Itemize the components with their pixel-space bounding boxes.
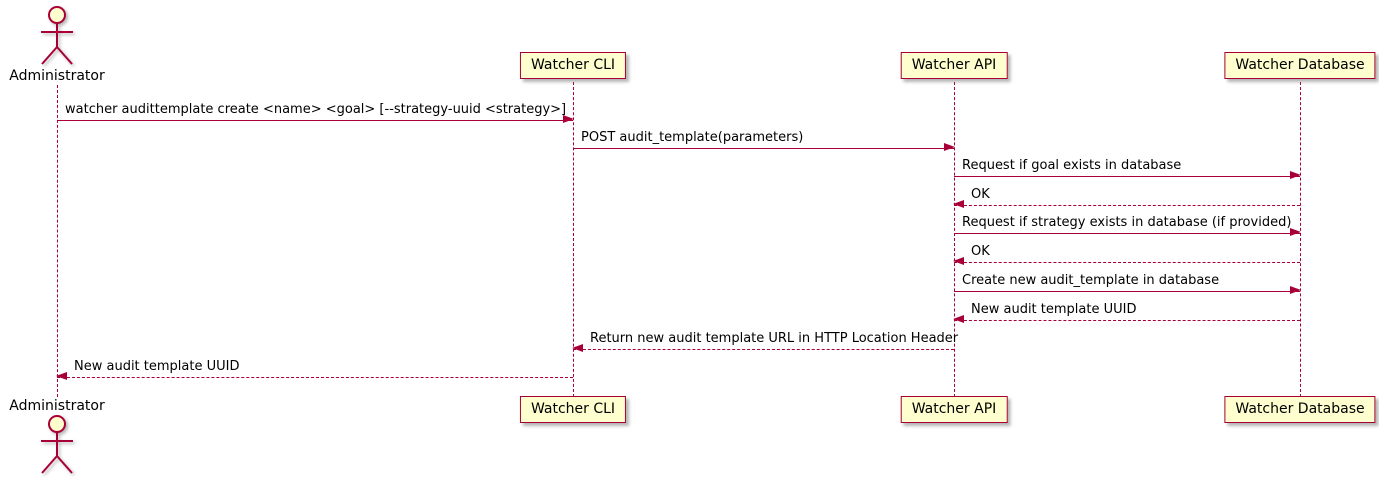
message-text: OK	[971, 187, 990, 202]
message-text: POST audit_template(parameters)	[581, 130, 804, 145]
arrow-left-icon	[953, 315, 1300, 323]
participant-watcher-api-bottom: Watcher API	[900, 396, 1008, 423]
message-ok-strategy: OK	[953, 244, 1300, 265]
message-text: OK	[971, 244, 990, 259]
message-create-audit-template-db: Create new audit_template in database	[954, 273, 1301, 294]
arrow-left-icon	[953, 200, 1300, 208]
arrow-left-icon	[572, 344, 954, 352]
arrow-right-icon	[954, 228, 1301, 236]
actor-icon-bottom	[41, 415, 73, 474]
arrow-right-icon	[573, 143, 955, 151]
message-text: Return new audit template URL in HTTP Lo…	[590, 331, 959, 346]
message-text: Create new audit_template in database	[962, 273, 1220, 288]
message-text: watcher audittemplate create <name> <goa…	[65, 102, 567, 117]
participant-watcher-cli-top: Watcher CLI	[519, 52, 627, 79]
actor-label-bottom: Administrator	[9, 398, 105, 414]
message-new-uuid-to-admin: New audit template UUID	[56, 359, 573, 380]
message-ok-goal: OK	[953, 187, 1300, 208]
lifeline-administrator	[57, 85, 58, 397]
lifeline-watcher-api	[954, 82, 955, 397]
message-text: New audit template UUID	[74, 359, 240, 374]
message-create-audittemplate: watcher audittemplate create <name> <goa…	[57, 102, 574, 123]
message-request-goal-exists: Request if goal exists in database	[954, 158, 1301, 179]
arrow-right-icon	[954, 286, 1301, 294]
arrow-left-icon	[953, 257, 1300, 265]
message-request-strategy-exists: Request if strategy exists in database (…	[954, 215, 1301, 236]
message-post-audit-template: POST audit_template(parameters)	[573, 130, 955, 151]
message-text: New audit template UUID	[971, 302, 1137, 317]
message-return-url-location-header: Return new audit template URL in HTTP Lo…	[572, 331, 959, 352]
message-text: Request if strategy exists in database (…	[962, 215, 1292, 230]
arrow-right-icon	[57, 115, 574, 123]
lifeline-watcher-cli	[573, 82, 574, 397]
arrow-left-icon	[56, 372, 573, 380]
participant-watcher-cli-bottom: Watcher CLI	[519, 396, 627, 423]
lifeline-watcher-database	[1300, 82, 1301, 397]
actor-icon-top	[41, 6, 73, 65]
participant-watcher-database-top: Watcher Database	[1224, 52, 1376, 79]
message-new-uuid-from-db: New audit template UUID	[953, 302, 1300, 323]
actor-label-top: Administrator	[9, 68, 105, 84]
participant-watcher-api-top: Watcher API	[900, 52, 1008, 79]
message-text: Request if goal exists in database	[962, 158, 1182, 173]
participant-watcher-database-bottom: Watcher Database	[1224, 396, 1376, 423]
arrow-right-icon	[954, 171, 1301, 179]
